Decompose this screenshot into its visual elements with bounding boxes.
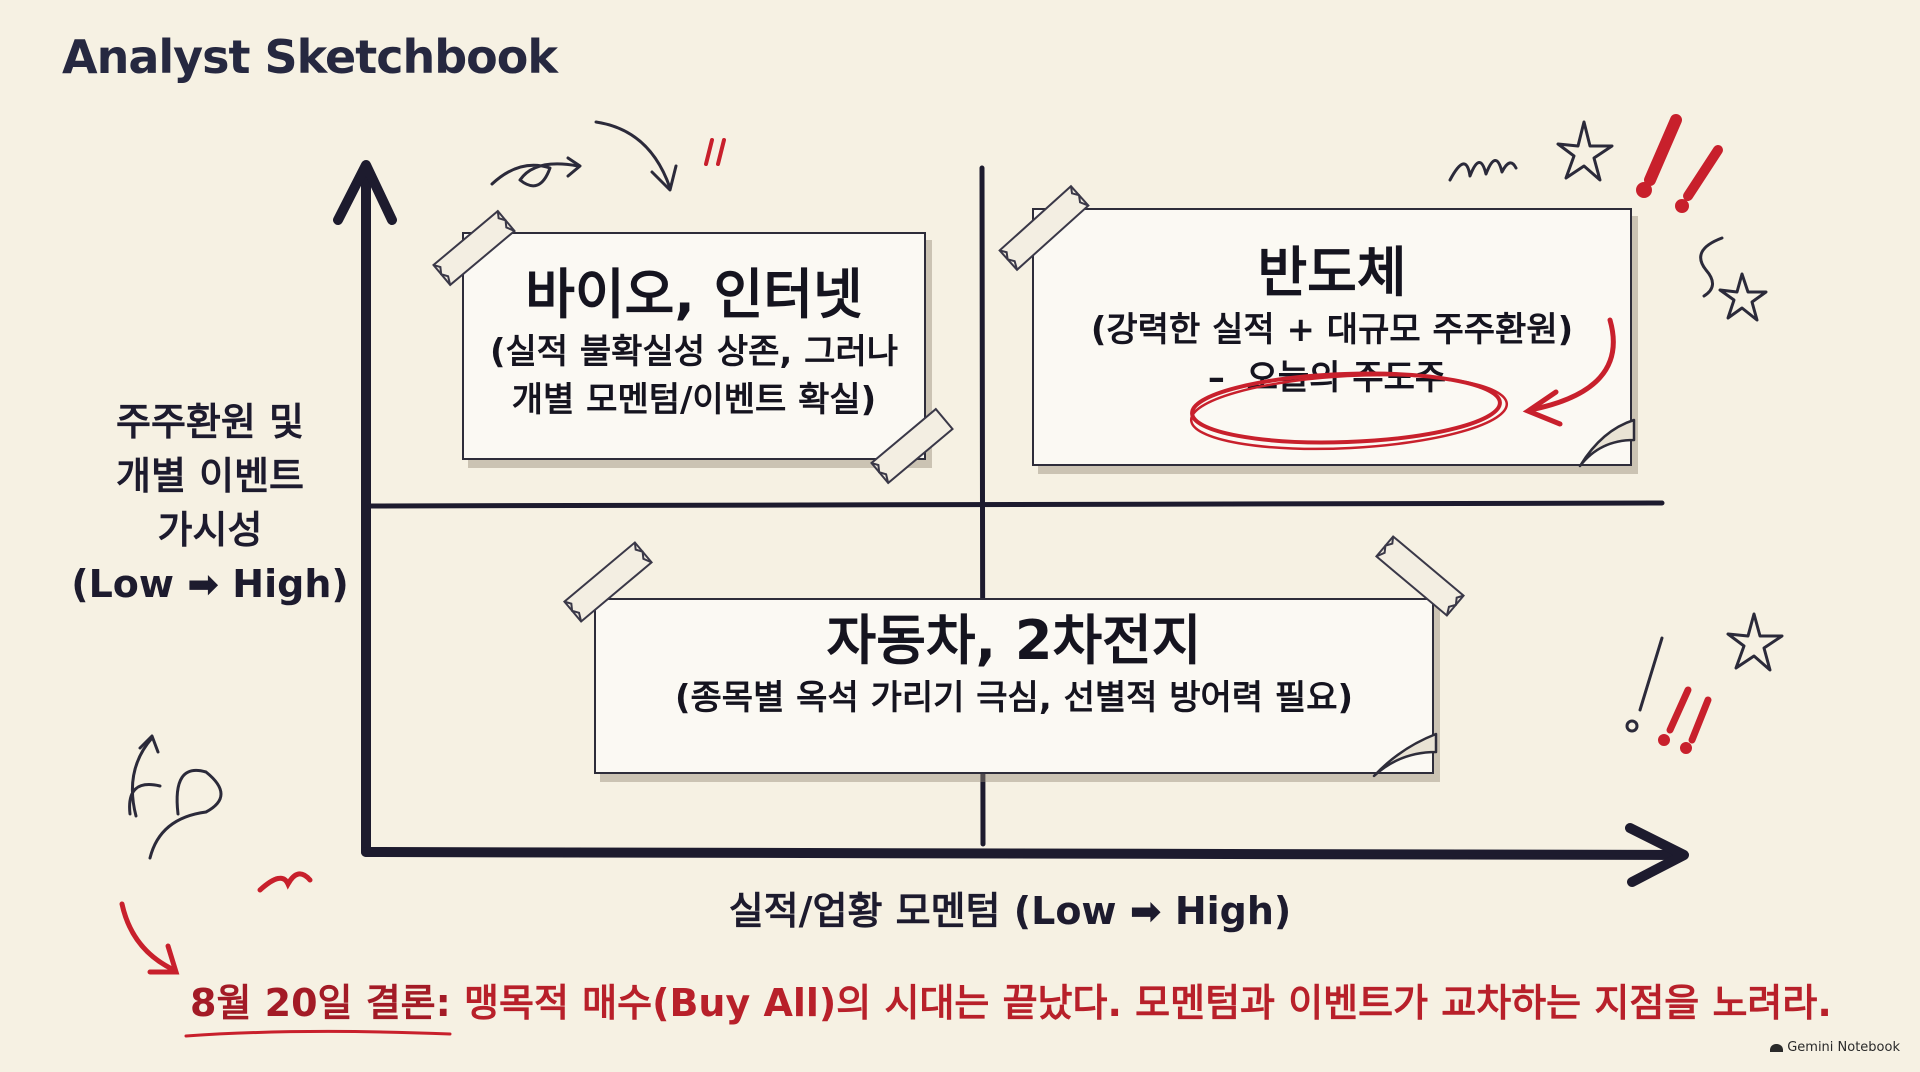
tape-strip bbox=[998, 184, 1090, 272]
note-auto-body: (종목별 옥석 가리기 극심, 선별적 방어력 필요) bbox=[674, 678, 1354, 718]
brand-name: Gemini Notebook bbox=[1787, 1040, 1900, 1055]
x-axis-label: 실적/업황 모멘텀 (Low ➡ High) bbox=[728, 889, 1292, 933]
curved-arrow-doodle bbox=[594, 120, 672, 190]
note-semi-dash: – bbox=[1207, 358, 1225, 398]
scribble-doodle bbox=[1448, 159, 1518, 182]
conclusion-lead: 8월 20일 결론: bbox=[190, 981, 451, 1025]
y-axis-label-line: 주주환원 및 bbox=[115, 400, 305, 444]
gemini-notebook-logo-icon bbox=[1770, 1044, 1784, 1052]
curled-corner bbox=[1372, 732, 1438, 778]
note-bio-title: 바이오, 인터넷 bbox=[525, 263, 863, 326]
swirl-doodle bbox=[1699, 236, 1724, 298]
tape-strip bbox=[1374, 535, 1466, 617]
y-axis-label-line: 가시성 bbox=[157, 508, 263, 552]
y-axis-label-line: 개별 이벤트 bbox=[115, 454, 305, 498]
note-semi-title: 반도체 bbox=[1257, 241, 1407, 304]
star-icon bbox=[1556, 120, 1614, 182]
red-pointer-arrow bbox=[1527, 317, 1616, 413]
curly-arrow-doodle bbox=[130, 736, 154, 818]
tape-strip bbox=[562, 541, 654, 623]
swirl-doodle bbox=[148, 769, 223, 860]
curled-corner bbox=[1578, 418, 1636, 468]
conclusion-banner: 8월 20일 결론: 맹목적 매수(Buy All)의 시대는 끝났다. 모멘텀… bbox=[190, 972, 1840, 1027]
note-auto-title: 자동차, 2차전지 bbox=[826, 609, 1202, 672]
star-icon bbox=[1718, 272, 1768, 322]
curly-arrow-doodle bbox=[490, 162, 580, 188]
conclusion-text: 맹목적 매수(Buy All)의 시대는 끝났다. 모멘텀과 이벤트가 교차하는… bbox=[450, 981, 1832, 1025]
quadrant-divider-horizontal bbox=[367, 500, 1665, 509]
brand-footer: Gemini Notebook bbox=[1770, 1040, 1900, 1055]
red-underline bbox=[184, 1029, 452, 1038]
note-semiconductor: 반도체 (강력한 실적 + 대규모 주주환원) – 오늘의 주도주 bbox=[1032, 208, 1632, 466]
x-axis-arrowhead bbox=[1625, 823, 1689, 887]
note-bio-body-line: 개별 모멘텀/이벤트 확실) bbox=[511, 380, 877, 420]
x-axis-line bbox=[361, 847, 1685, 860]
tape-strip bbox=[870, 407, 954, 485]
y-axis-label-line: (Low ➡ High) bbox=[71, 562, 349, 606]
note-auto-battery: 자동차, 2차전지 (종목별 옥석 가리기 극심, 선별적 방어력 필요) bbox=[594, 598, 1434, 774]
tape-strip bbox=[432, 209, 516, 287]
note-bio-body-line: (실적 불확실성 상존, 그러나 bbox=[489, 332, 899, 372]
red-exclamation bbox=[704, 138, 726, 166]
page-title: Analyst Sketchbook bbox=[62, 30, 558, 84]
red-scribble bbox=[257, 871, 313, 893]
y-axis-arrowhead bbox=[333, 160, 397, 225]
star-icon bbox=[1726, 612, 1784, 672]
exclamation-mark bbox=[1638, 636, 1664, 712]
red-curved-arrow bbox=[119, 901, 177, 973]
note-bio-internet: 바이오, 인터넷 (실적 불확실성 상존, 그러나 개별 모멘텀/이벤트 확실) bbox=[462, 232, 926, 460]
note-semi-body: (강력한 실적 + 대규모 주주환원) bbox=[1090, 310, 1574, 350]
y-axis-label: 주주환원 및 개별 이벤트 가시성 (Low ➡ High) bbox=[60, 395, 360, 611]
